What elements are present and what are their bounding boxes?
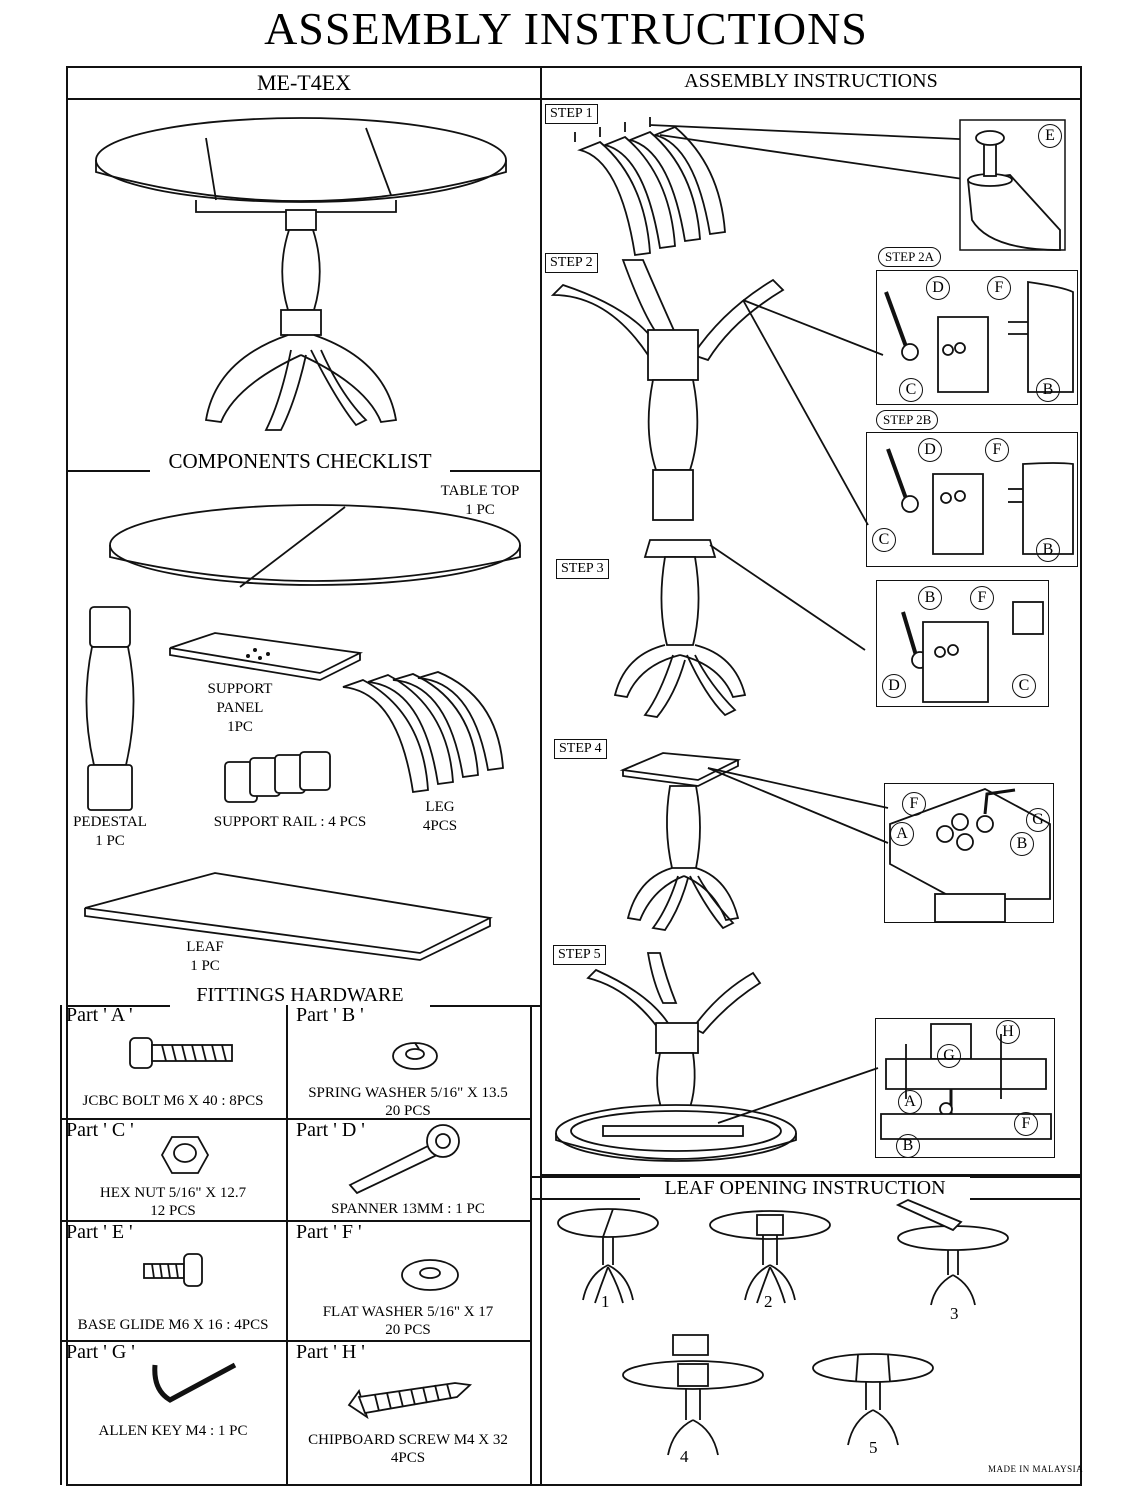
step-3-label: STEP 3 <box>556 559 609 579</box>
page-title: ASSEMBLY INSTRUCTIONS <box>264 3 868 54</box>
leaf-step-2-number: 2 <box>764 1292 773 1311</box>
step-5-hardware <box>880 1023 1052 1140</box>
step-5-drawing <box>555 952 879 1162</box>
letter-d-3: D <box>882 674 906 698</box>
right-header: ASSEMBLY INSTRUCTIONS <box>684 70 938 92</box>
part-c-desc: HEX NUT 5/16" X 12.7 12 PCS <box>99 1185 247 1219</box>
flat-washer-icon <box>401 1259 459 1291</box>
step-4-label: STEP 4 <box>554 739 607 759</box>
step-2a-detail <box>876 270 1078 405</box>
letter-b-2b: B <box>1036 538 1060 562</box>
part-a-desc: JCBC BOLT M6 X 40 : 8PCS <box>82 1093 264 1109</box>
base-glide-icon <box>143 1253 203 1287</box>
leaf-step-2-drawing <box>709 1210 831 1304</box>
letter-f-3: F <box>970 586 994 610</box>
step-5-detail <box>875 1018 1055 1158</box>
bolt-icon <box>129 1037 233 1069</box>
letter-c-3: C <box>1012 674 1036 698</box>
leaf-step-1-number: 1 <box>601 1292 610 1311</box>
step-2a-label: STEP 2A <box>878 247 941 267</box>
model-number: ME-T4EX <box>256 70 352 95</box>
leaf-step-1-drawing <box>557 1208 659 1304</box>
letter-c-2b: C <box>872 528 896 552</box>
step-4-drawing <box>619 752 889 931</box>
letter-f-5: F <box>1014 1112 1038 1136</box>
leaf-opening-heading: LEAF OPENING INSTRUCTION <box>640 1177 970 1200</box>
step-2-label: STEP 2 <box>545 253 598 273</box>
letter-f-2b: F <box>985 438 1009 462</box>
part-g-name: Part ' G ' <box>66 1341 135 1363</box>
part-b-desc: SPRING WASHER 5/16" X 13.5 20 PCS <box>308 1085 508 1119</box>
step-1-drawing <box>574 117 1066 257</box>
hex-nut-icon <box>160 1136 210 1174</box>
part-f-desc: FLAT WASHER 5/16" X 17 20 PCS <box>322 1304 494 1338</box>
pedestal-label: PEDESTAL 1 PC <box>73 814 147 849</box>
part-c-name: Part ' C ' <box>66 1119 134 1141</box>
leaf-step-5-drawing <box>812 1353 934 1446</box>
letter-g-5: G <box>937 1044 961 1068</box>
table-illustration <box>95 117 507 431</box>
leaf-step-5-number: 5 <box>869 1438 878 1457</box>
support-rail-label: SUPPORT RAIL : 4 PCS <box>213 814 367 830</box>
letter-a-5: A <box>898 1090 922 1114</box>
components-heading: COMPONENTS CHECKLIST <box>150 449 450 474</box>
letter-b-4: B <box>1010 832 1034 856</box>
leg-label: LEG 4PCS <box>422 799 458 834</box>
leaf-step-4-drawing <box>622 1334 764 1456</box>
part-d-name: Part ' D ' <box>296 1119 365 1141</box>
step-2b-label: STEP 2B <box>876 410 939 430</box>
allen-key-icon <box>152 1362 237 1403</box>
step-5-label: STEP 5 <box>553 945 606 965</box>
chipboard-screw-icon <box>347 1382 473 1420</box>
part-h-desc: CHIPBOARD SCREW M4 X 32 4PCS <box>308 1432 508 1466</box>
spring-washer-icon <box>392 1042 438 1070</box>
letter-f-2a: F <box>987 276 1011 300</box>
fittings-heading: FITTINGS HARDWARE <box>170 984 430 1007</box>
leaf-step-3-number: 3 <box>950 1304 959 1323</box>
step-2-drawing <box>550 259 884 526</box>
made-in-label: MADE IN MALAYSIA <box>988 1464 1084 1474</box>
leaf-drawing <box>84 872 493 961</box>
letter-b-5: B <box>896 1134 920 1158</box>
letter-f-4: F <box>902 792 926 816</box>
table-top-drawing <box>109 504 521 588</box>
step-2a-hardware <box>884 280 1074 393</box>
step-3-detail <box>876 580 1049 707</box>
leaf-label: LEAF 1 PC <box>186 939 224 974</box>
step-3-drawing <box>613 539 866 718</box>
letter-b-2a: B <box>1036 378 1060 402</box>
pedestal-drawing <box>85 606 135 811</box>
part-d-desc: SPANNER 13MM : 1 PC <box>331 1201 485 1217</box>
letter-a-4: A <box>890 822 914 846</box>
step-3-hardware <box>901 601 1044 703</box>
letter-d-2a: D <box>926 276 950 300</box>
letter-b-3: B <box>918 586 942 610</box>
part-e-name: Part ' E ' <box>66 1221 133 1243</box>
part-e-desc: BASE GLIDE M6 X 16 : 4PCS <box>77 1317 269 1333</box>
letter-d-2b: D <box>918 438 942 462</box>
support-panel-drawing <box>169 632 364 681</box>
part-b-name: Part ' B ' <box>296 1004 364 1026</box>
step-1-label: STEP 1 <box>545 104 598 124</box>
part-g-desc: ALLEN KEY M4 : 1 PC <box>98 1423 248 1439</box>
support-panel-label: SUPPORT PANEL 1PC <box>207 681 273 735</box>
letter-g-4: G <box>1026 808 1050 832</box>
spanner-icon <box>348 1124 460 1195</box>
table-top-label: TABLE TOP 1 PC <box>440 483 520 518</box>
step-2b-hardware <box>886 448 1074 555</box>
part-a-name: Part ' A ' <box>66 1004 133 1026</box>
letter-h-5: H <box>996 1020 1020 1044</box>
letter-c-2a: C <box>899 378 923 402</box>
part-f-name: Part ' F ' <box>296 1221 362 1243</box>
step-2b-detail <box>866 432 1078 567</box>
leaf-step-3-drawing <box>895 1199 1009 1306</box>
part-h-name: Part ' H ' <box>296 1341 365 1363</box>
legs-drawing <box>342 671 504 794</box>
right-frame <box>540 66 1082 1176</box>
letter-e-callout: E <box>1038 124 1062 148</box>
step-4-hardware <box>889 788 1051 923</box>
leaf-step-4-number: 4 <box>680 1447 689 1466</box>
support-rails-drawing <box>224 751 331 803</box>
